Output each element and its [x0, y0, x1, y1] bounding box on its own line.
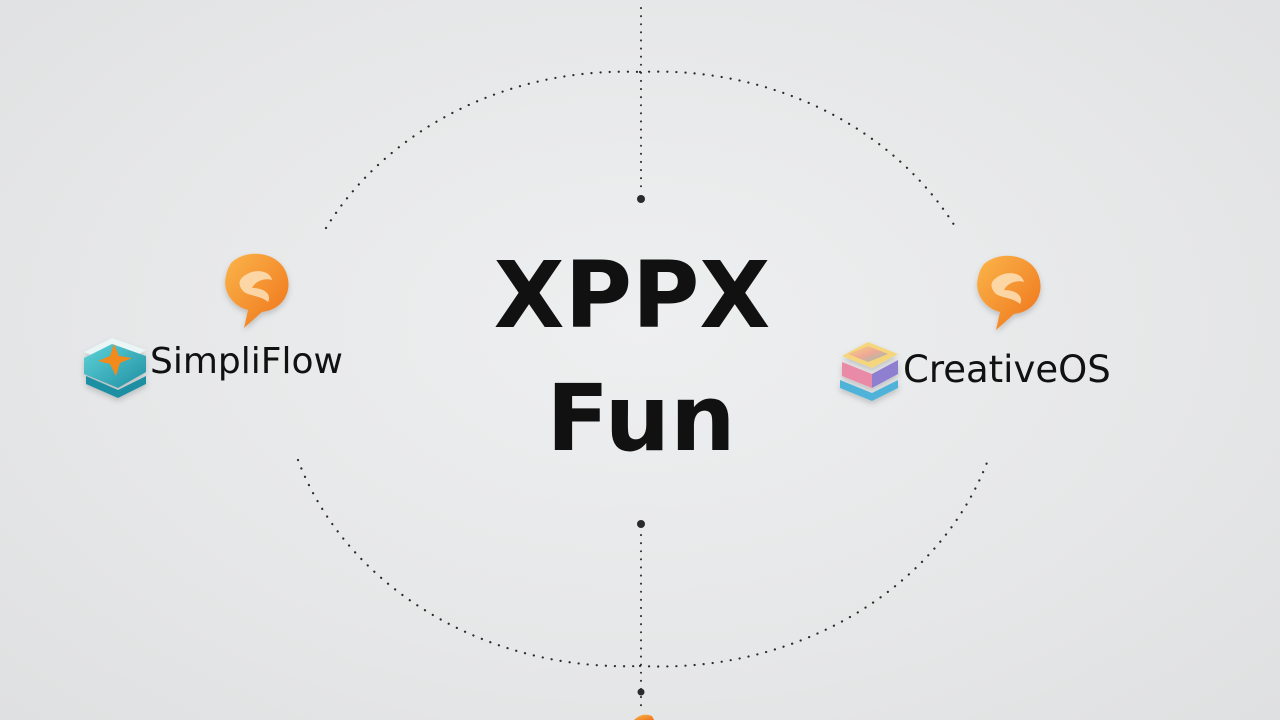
hero-title-line2: Fun — [546, 365, 735, 472]
axis-node-top — [637, 195, 645, 203]
orbit-arc-bottom-left — [296, 458, 642, 668]
dotted-orbit — [296, 70, 990, 668]
orange-speech-bubble-icon — [225, 253, 289, 328]
teal-stack-star-icon — [84, 338, 146, 398]
brand-creativeos: CreativeOS — [840, 255, 1111, 401]
orbit-arc-bottom-right — [638, 458, 990, 668]
brand-label-simpliflow: SimpliFlow — [150, 341, 343, 382]
brand-simpliflow: SimpliFlow — [84, 253, 343, 398]
axis-node-lower — [637, 688, 645, 696]
axis-node-bottom — [637, 520, 645, 528]
hero-title-line1: XPPX — [494, 242, 771, 349]
orbit-arc-top-left — [324, 70, 642, 230]
orange-speech-bubble-icon-partial — [634, 714, 654, 720]
orbit-arc-top-right — [638, 70, 958, 230]
brand-label-creativeos: CreativeOS — [903, 348, 1111, 391]
axis-nodes — [637, 195, 645, 696]
orange-speech-bubble-icon — [977, 255, 1041, 330]
pastel-stack-cube-icon — [840, 342, 898, 401]
hero-title: XPPX Fun — [494, 242, 771, 472]
